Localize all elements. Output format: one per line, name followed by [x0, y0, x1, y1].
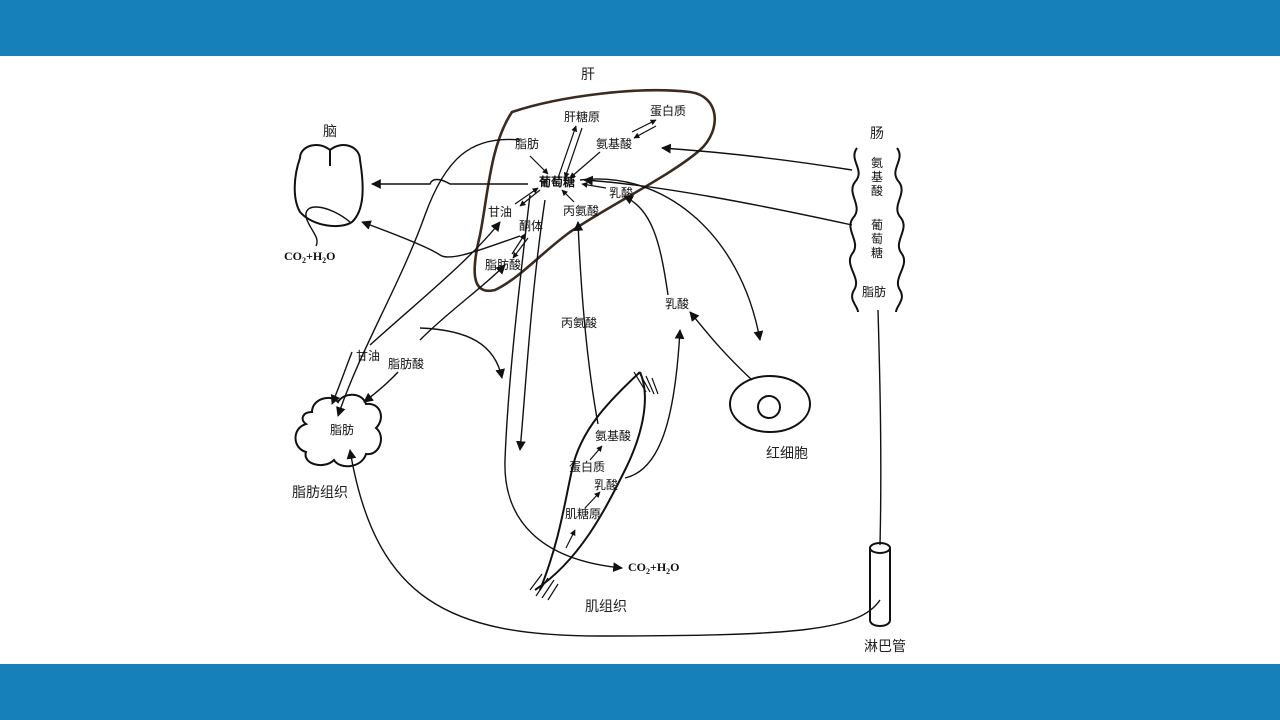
lymph-outline [869, 548, 891, 627]
arrow-alanine-glucose [561, 189, 575, 203]
line-fat-to-lymph [877, 309, 882, 546]
liver-lactate: 乳酸 [609, 185, 633, 200]
brain-co2-h2o: CO2+H2O [284, 249, 336, 265]
intestine-aa-1: 氨 [871, 156, 883, 170]
path-fatty-acid: 脂肪酸 [388, 356, 424, 371]
intestine-glu-3: 糖 [871, 245, 883, 260]
arrow-intestine-glucose [583, 175, 853, 226]
path-lactate: 乳酸 [665, 296, 689, 311]
rbc-nucleus [757, 395, 781, 419]
label-liver: 肝 [581, 67, 595, 83]
muscle-co2-h2o: CO2+H2O [628, 560, 680, 576]
arrow-intestine-aa [661, 143, 853, 171]
arrow-glycerol-to-liver [369, 221, 501, 346]
liver-glucose: 葡萄糖 [538, 174, 575, 189]
intestine-aa-2: 基 [871, 170, 883, 184]
arrow-fat-glucose [529, 155, 549, 175]
liver-protein: 蛋白质 [650, 103, 686, 118]
arrow-muscle-protein-aa [589, 445, 603, 461]
muscle-outline [534, 371, 646, 591]
label-intestine: 肠 [870, 126, 884, 142]
arrow-fa-to-adipose [363, 371, 399, 403]
intestine-glu-1: 葡 [871, 218, 883, 232]
arrow-aa-glucose [569, 151, 601, 179]
arrow-lactate-to-liver [623, 195, 669, 296]
muscle-amino-acid: 氨基酸 [595, 428, 631, 443]
arrow-ketone-fa [512, 237, 529, 259]
path-alanine: 丙氨酸 [561, 315, 597, 330]
arrow-liver-to-adipose [336, 138, 521, 417]
path-glycerol: 甘油 [356, 349, 380, 363]
brain-outline [293, 143, 364, 228]
arrow-rbc-to-lactate [689, 311, 753, 381]
liver-amino-acid: 氨基酸 [596, 136, 632, 151]
liver-outline [473, 88, 716, 293]
intestine-right-wall [894, 147, 905, 313]
brain-co2-link [305, 206, 351, 247]
top-banner [0, 0, 1280, 56]
arrow-fa-ketone [511, 233, 526, 255]
rbc-outline [729, 375, 811, 433]
bottom-banner [0, 664, 1280, 720]
liver-fatty-acid: 脂肪酸 [485, 257, 521, 272]
arrow-muscle-glycogen-up [565, 529, 576, 549]
arrow-glucose-to-muscle [516, 199, 546, 451]
arrow-muscle-lactate-up [624, 329, 685, 479]
adipose-fat: 脂肪 [330, 422, 354, 437]
intestine-fat: 脂肪 [862, 284, 886, 299]
label-rbc: 红细胞 [766, 446, 808, 462]
liver-ketone: 酮体 [519, 219, 543, 233]
label-lymph: 淋巴管 [864, 639, 906, 655]
liver-glycogen: 肝糖原 [564, 109, 600, 124]
arrow-lymph-to-adipose [346, 449, 881, 637]
muscle-lactate: 乳酸 [594, 477, 618, 492]
arrow-fa-to-muscle [419, 327, 505, 379]
arrow-ketone-to-brain [361, 220, 521, 258]
arrow-aa-protein [631, 119, 657, 133]
arrow-liver-to-muscle-co2 [504, 194, 623, 573]
arrow-glycerol-glucose [514, 187, 539, 205]
intestine-aa-3: 酸 [871, 183, 883, 198]
intestine-glu-2: 萄 [871, 232, 883, 246]
label-brain: 脑 [323, 124, 337, 140]
liver-fat: 脂肪 [515, 136, 539, 151]
muscle-fibers-top [633, 371, 659, 395]
arrow-glycogen-glucose [563, 127, 583, 179]
intestine-left-wall [849, 147, 860, 313]
arrow-lactate-glucose [581, 181, 607, 189]
label-muscle: 肌组织 [585, 599, 627, 615]
liver-alanine: 丙氨酸 [563, 203, 599, 218]
arrow-glucose-glycogen [557, 125, 578, 179]
arrow-muscle-lactate [584, 491, 601, 509]
liver-glycerol: 甘油 [488, 205, 512, 219]
muscle-fibers-bottom [529, 573, 559, 601]
arrow-glycerol-to-adipose [330, 351, 353, 405]
muscle-protein: 蛋白质 [569, 459, 605, 474]
label-adipose: 脂肪组织 [292, 485, 348, 501]
muscle-glycogen: 肌糖原 [565, 506, 601, 521]
arrow-liver-to-rbc [579, 178, 764, 341]
arrow-fa-to-liver [419, 264, 506, 341]
arrow-alanine-to-liver [573, 221, 599, 425]
arrow-protein-aa [633, 125, 657, 139]
arrow-liver-to-brain [371, 178, 528, 189]
